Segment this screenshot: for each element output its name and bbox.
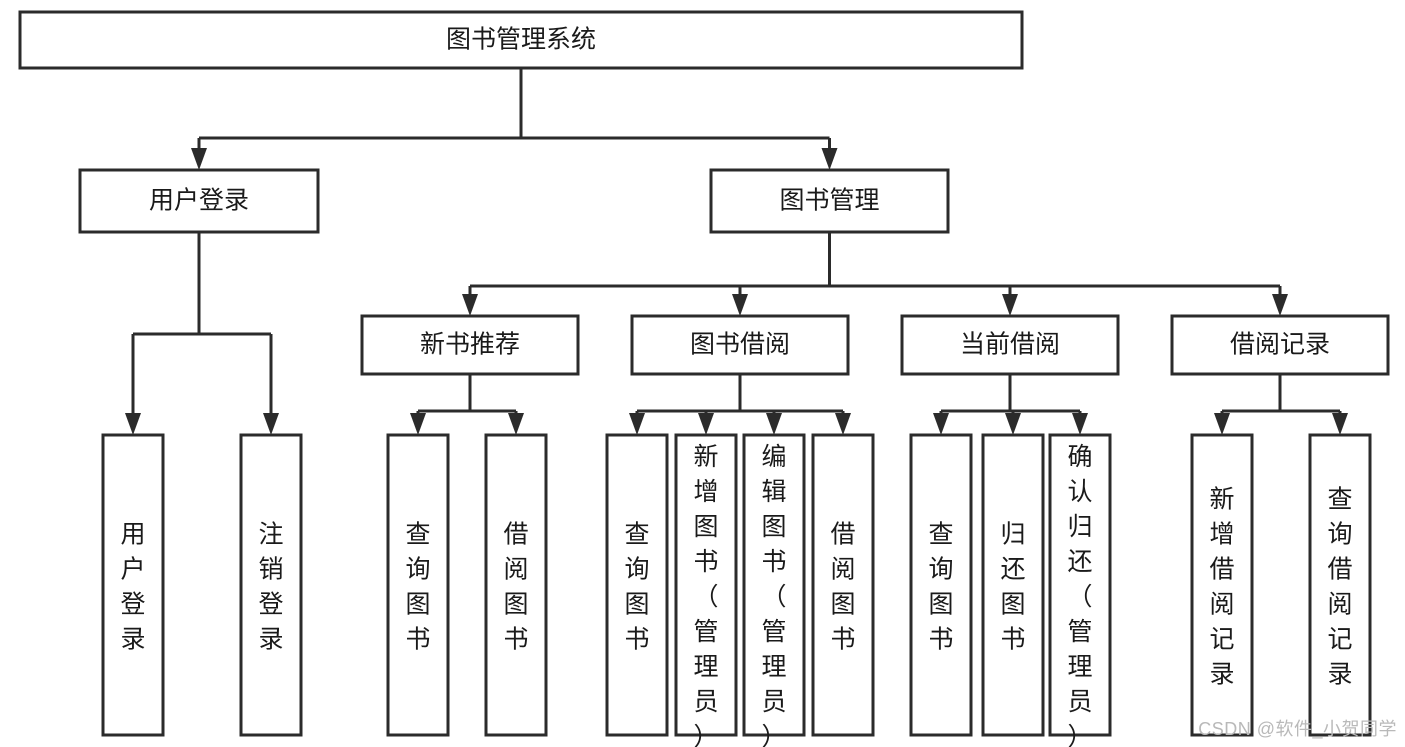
node-box[interactable] — [811, 433, 875, 737]
node-label: 用户登录 — [120, 520, 145, 653]
node-root[interactable]: 图书管理系统 — [18, 10, 1024, 70]
node-label: 查询图书 — [928, 520, 953, 653]
node-box[interactable] — [709, 168, 950, 234]
node-box[interactable] — [909, 433, 973, 737]
arrow-head-icon — [1005, 413, 1021, 435]
node-label: 当前借阅 — [960, 331, 1060, 359]
node-label: 查询借阅记录 — [1327, 485, 1352, 688]
node-leaf-logout[interactable]: 注销登录 — [239, 433, 303, 737]
node-label: 用户登录 — [149, 187, 249, 215]
node-box[interactable] — [239, 433, 303, 737]
arrow-head-icon — [629, 413, 645, 435]
node-box[interactable] — [78, 168, 320, 234]
arrow-head-icon — [698, 413, 714, 435]
connector-layer — [125, 68, 1348, 435]
node-leaf-query-record[interactable]: 查询借阅记录 — [1308, 433, 1372, 737]
node-leaf-borrow-book-2[interactable]: 借阅图书 — [811, 433, 875, 737]
node-user-login[interactable]: 用户登录 — [78, 168, 320, 234]
node-label: 查询图书 — [405, 520, 430, 653]
node-label: 查询图书 — [624, 520, 649, 653]
connector-group-current_borrow — [933, 374, 1088, 435]
arrow-head-icon — [1072, 413, 1088, 435]
node-leaf-query-book-3[interactable]: 查询图书 — [909, 433, 973, 737]
node-box[interactable] — [981, 433, 1045, 737]
node-leaf-query-book-1[interactable]: 查询图书 — [386, 433, 450, 737]
arrow-head-icon — [821, 148, 838, 170]
node-label: 新增图书（管理员） — [693, 443, 718, 747]
node-book-borrow[interactable]: 图书借阅 — [630, 314, 850, 376]
node-leaf-edit-book[interactable]: 编辑图书（管理员） — [742, 433, 806, 747]
arrow-head-icon — [263, 413, 279, 435]
node-leaf-borrow-book-1[interactable]: 借阅图书 — [484, 433, 548, 737]
node-label: 确认归还（管理员） — [1067, 443, 1092, 747]
node-label: 图书借阅 — [690, 331, 790, 359]
arrow-head-icon — [1214, 413, 1230, 435]
node-box[interactable] — [1190, 433, 1254, 737]
node-box[interactable] — [1048, 433, 1112, 737]
node-label: 图书管理 — [779, 187, 879, 215]
node-label: 借阅图书 — [503, 520, 528, 653]
node-current-borrow[interactable]: 当前借阅 — [900, 314, 1120, 376]
arrow-head-icon — [191, 148, 207, 170]
connector-group-user_login — [125, 232, 279, 435]
node-label: 借阅图书 — [830, 520, 855, 653]
node-layer: 图书管理系统用户登录图书管理新书推荐图书借阅当前借阅借阅记录用户登录注销登录查询… — [18, 10, 1390, 747]
node-leaf-add-book[interactable]: 新增图书（管理员） — [674, 433, 738, 747]
node-label: 图书管理系统 — [446, 26, 596, 54]
node-label: 新书推荐 — [420, 331, 520, 359]
node-box[interactable] — [674, 433, 738, 737]
node-box[interactable] — [630, 314, 850, 376]
node-borrow-record[interactable]: 借阅记录 — [1170, 314, 1390, 376]
node-book-manage[interactable]: 图书管理 — [709, 168, 950, 234]
connector-group-borrow_record — [1214, 374, 1348, 435]
node-box[interactable] — [386, 433, 450, 737]
node-box[interactable] — [484, 433, 548, 737]
arrow-head-icon — [1002, 294, 1018, 316]
node-box[interactable] — [742, 433, 806, 737]
arrow-head-icon — [766, 413, 782, 435]
node-box[interactable] — [101, 433, 165, 737]
arrow-head-icon — [933, 413, 949, 435]
node-leaf-add-record[interactable]: 新增借阅记录 — [1190, 433, 1254, 737]
csdn-watermark: CSDN @软件_小贺同学 — [1198, 719, 1397, 739]
node-label: 编辑图书（管理员） — [761, 443, 786, 747]
arrow-head-icon — [410, 413, 426, 435]
connector-group-book_manage — [462, 232, 1288, 316]
connector-group-book_borrow — [629, 374, 851, 435]
node-label: 借阅记录 — [1230, 331, 1330, 359]
arrow-head-icon — [732, 294, 748, 316]
node-leaf-user-login[interactable]: 用户登录 — [101, 433, 165, 737]
node-box[interactable] — [18, 10, 1024, 70]
node-box[interactable] — [1170, 314, 1390, 376]
arrow-head-icon — [462, 294, 478, 316]
connector-group-root — [191, 68, 838, 170]
node-label: 新增借阅记录 — [1209, 485, 1234, 688]
node-box[interactable] — [360, 314, 580, 376]
node-leaf-query-book-2[interactable]: 查询图书 — [605, 433, 669, 737]
arrow-head-icon — [835, 413, 851, 435]
arrow-head-icon — [1272, 294, 1288, 316]
arrow-head-icon — [1332, 413, 1348, 435]
node-label: 注销登录 — [258, 520, 283, 653]
node-leaf-confirm-return[interactable]: 确认归还（管理员） — [1048, 433, 1112, 747]
arrow-head-icon — [508, 413, 524, 435]
node-leaf-return-book[interactable]: 归还图书 — [981, 433, 1045, 737]
node-box[interactable] — [900, 314, 1120, 376]
node-box[interactable] — [1308, 433, 1372, 737]
connector-group-new_book_rec — [410, 374, 524, 435]
node-label: 归还图书 — [1000, 520, 1025, 653]
node-box[interactable] — [605, 433, 669, 737]
arrow-head-icon — [125, 413, 141, 435]
node-new-book-rec[interactable]: 新书推荐 — [360, 314, 580, 376]
